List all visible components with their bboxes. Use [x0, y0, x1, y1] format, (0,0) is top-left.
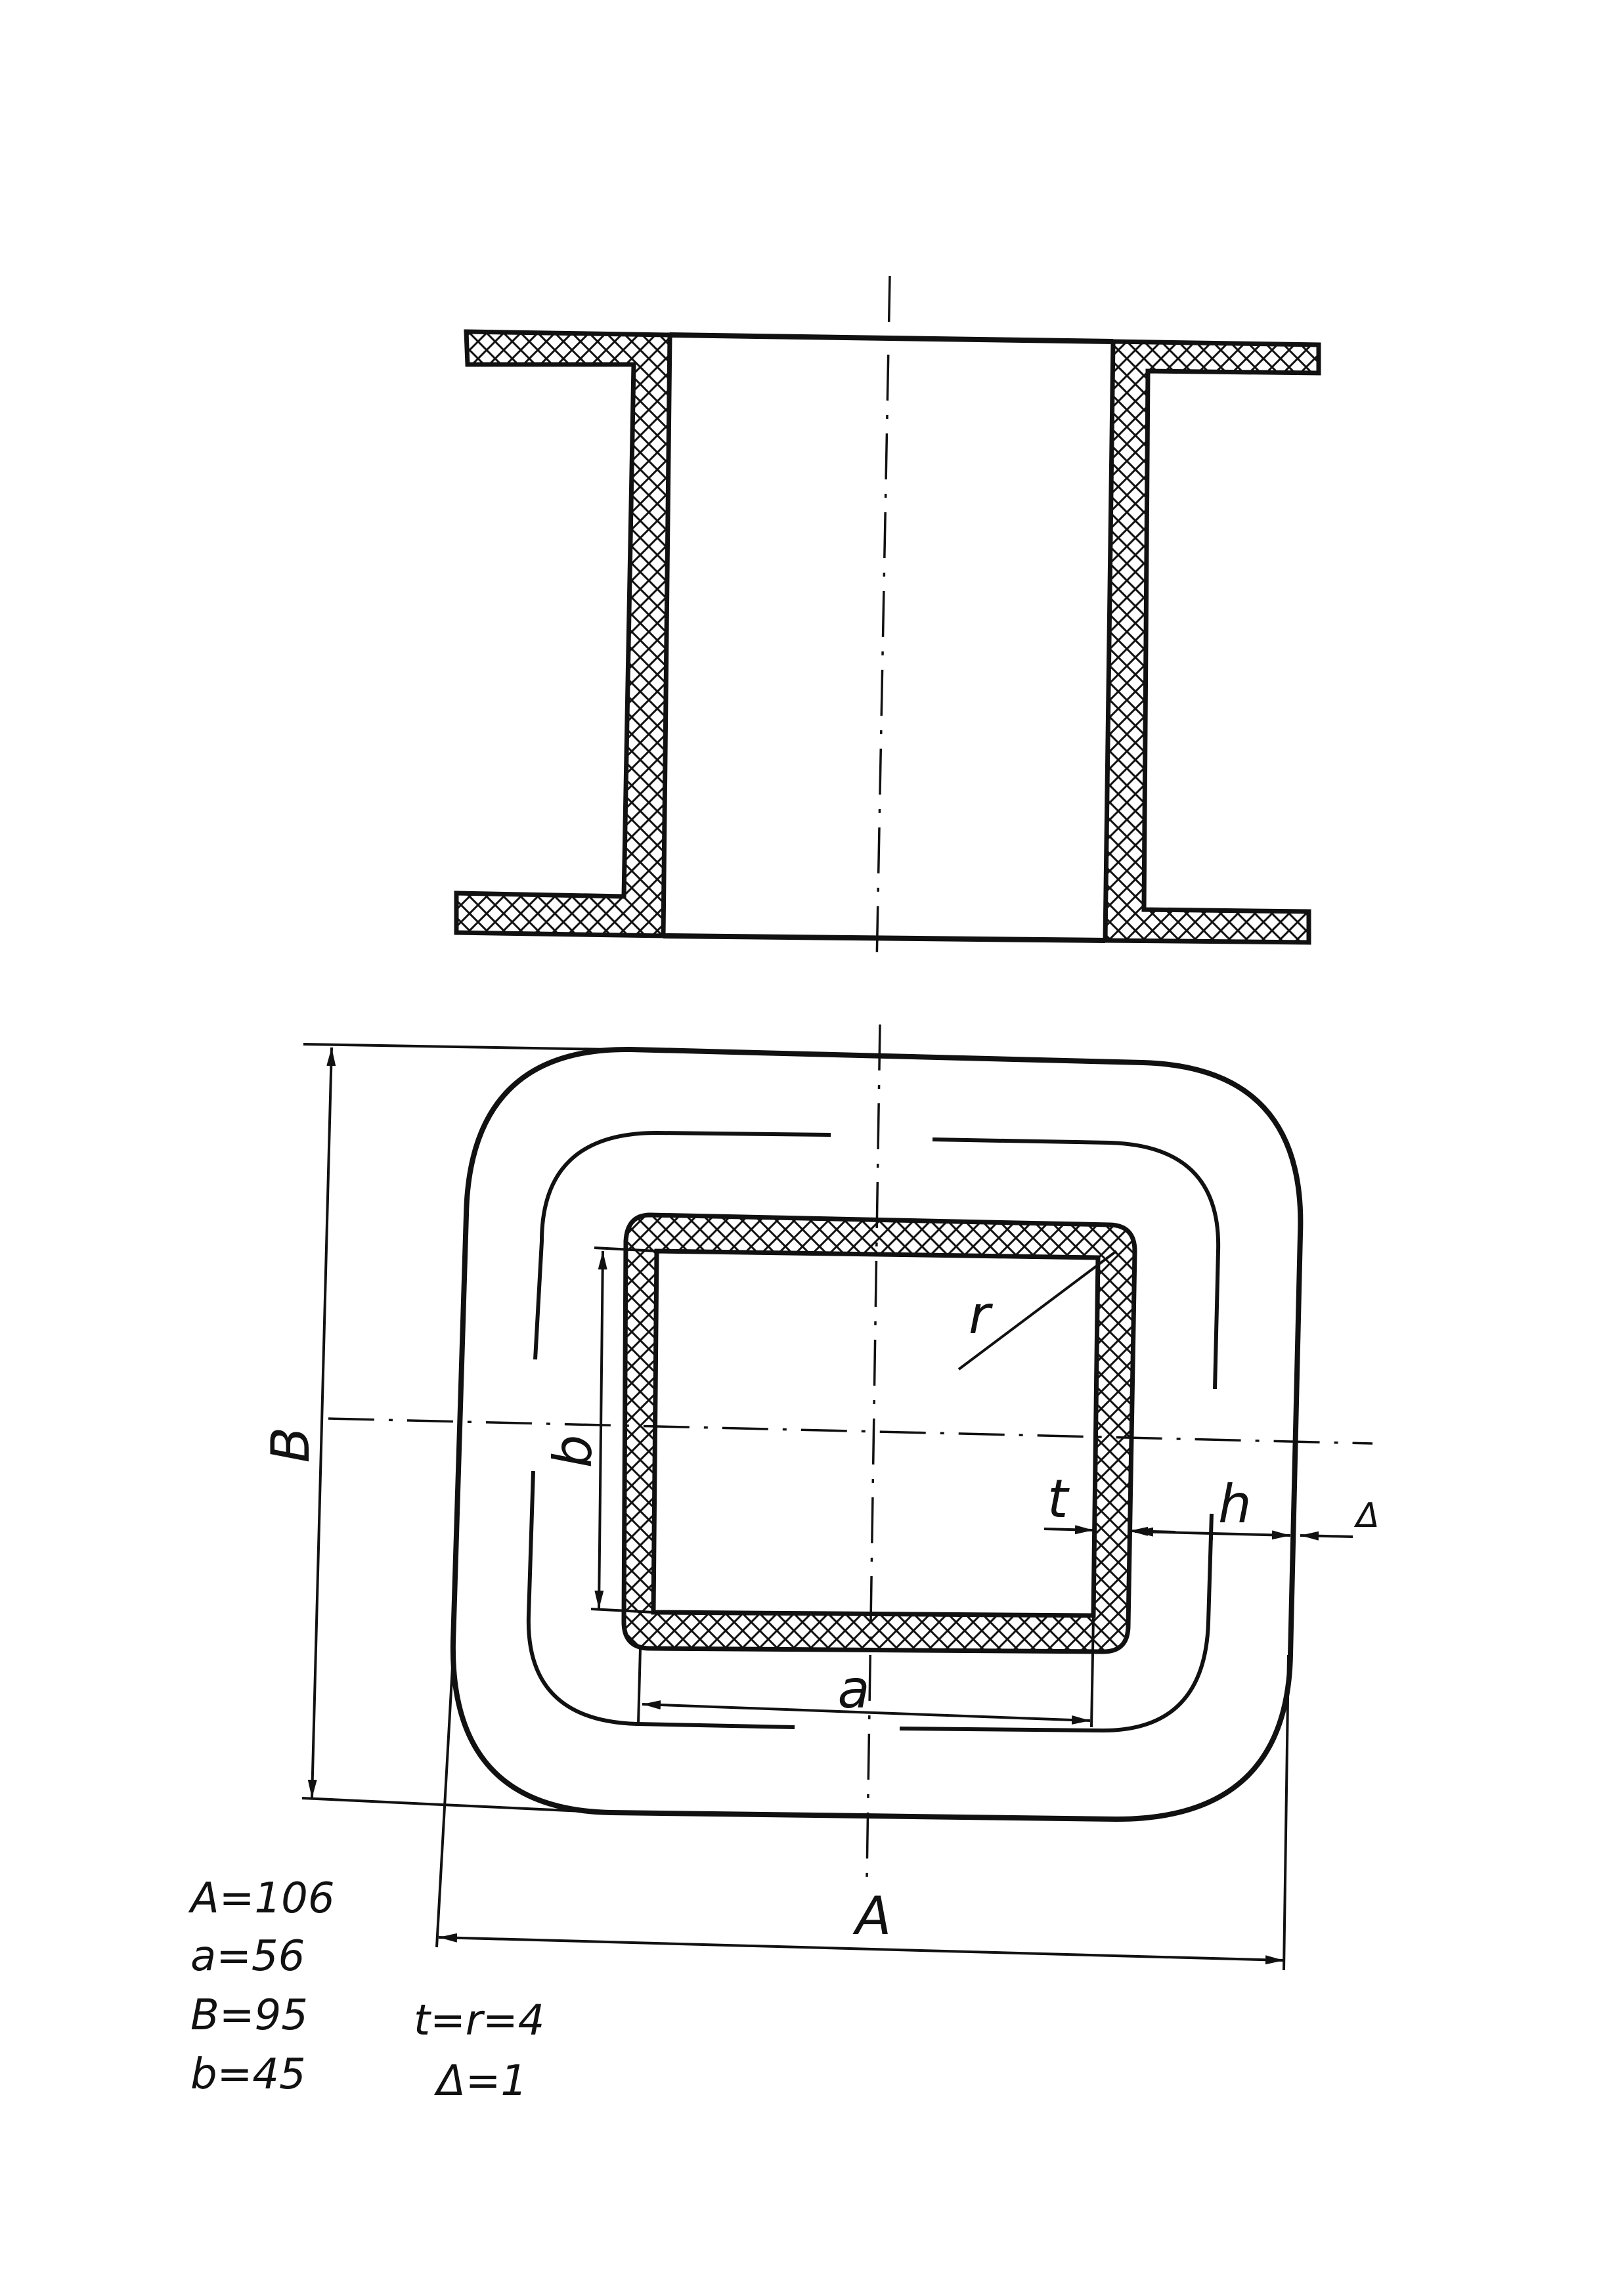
dim-b-ext-bottom — [590, 1608, 654, 1614]
dim-A-ext-right — [1283, 1654, 1290, 1971]
label-b: b — [542, 1435, 604, 1468]
dim-b-ext-top — [594, 1246, 657, 1252]
label-delta: Δ — [1353, 1496, 1380, 1535]
label-A: A — [852, 1885, 892, 1947]
left-flange-and-wall-section — [454, 329, 672, 938]
vertical-centerline-bottom — [866, 1024, 881, 1879]
horizontal-centerline — [328, 1417, 1373, 1445]
dim-B-ext-bottom — [301, 1797, 611, 1814]
right-flange-and-wall-section — [1103, 339, 1321, 945]
dim-a-ext-left — [637, 1648, 642, 1725]
bore-top-line — [669, 332, 1114, 344]
param-a: a=56 — [190, 1932, 305, 1981]
label-h: h — [1218, 1474, 1252, 1535]
bore-bottom-line — [663, 933, 1106, 943]
dim-A-ext-left — [435, 1654, 454, 1948]
param-t-r: t=r=4 — [414, 1996, 544, 2045]
dimensions: B b a A t h Δ — [260, 1043, 1380, 1971]
dim-B-line — [307, 1047, 336, 1799]
dim-delta-arrow — [1300, 1531, 1353, 1541]
dim-t-arrows — [1043, 1525, 1094, 1535]
dim-h-line — [1134, 1527, 1212, 1537]
dim-h-line-right — [1211, 1530, 1291, 1540]
dim-B-ext-top — [303, 1043, 611, 1051]
dim-a-line — [642, 1700, 1091, 1725]
vertical-centerline-top — [875, 275, 891, 966]
label-B: B — [260, 1427, 321, 1463]
label-a: a — [837, 1659, 869, 1720]
winding-boundary — [526, 1130, 1221, 1733]
bobbin-top-view: r — [328, 1024, 1373, 1879]
param-delta: Δ=1 — [433, 2057, 527, 2105]
radius-leader — [957, 1250, 1118, 1371]
outer-flange-outline — [450, 1046, 1304, 1822]
label-t: t — [1047, 1468, 1070, 1530]
param-A: A=106 — [188, 1874, 335, 1923]
parameter-list: A=106 a=56 B=95 b=45 t=r=4 Δ=1 — [188, 1874, 544, 2105]
dim-b-line — [594, 1250, 607, 1610]
param-B: B=95 — [190, 1991, 308, 2040]
tube-wall-section — [621, 1212, 1137, 1654]
dim-A-line — [438, 1933, 1284, 1965]
dim-a-ext-right — [1090, 1615, 1095, 1728]
label-r: r — [969, 1285, 994, 1346]
param-b: b=45 — [190, 2050, 306, 2099]
bobbin-side-section — [454, 275, 1321, 966]
